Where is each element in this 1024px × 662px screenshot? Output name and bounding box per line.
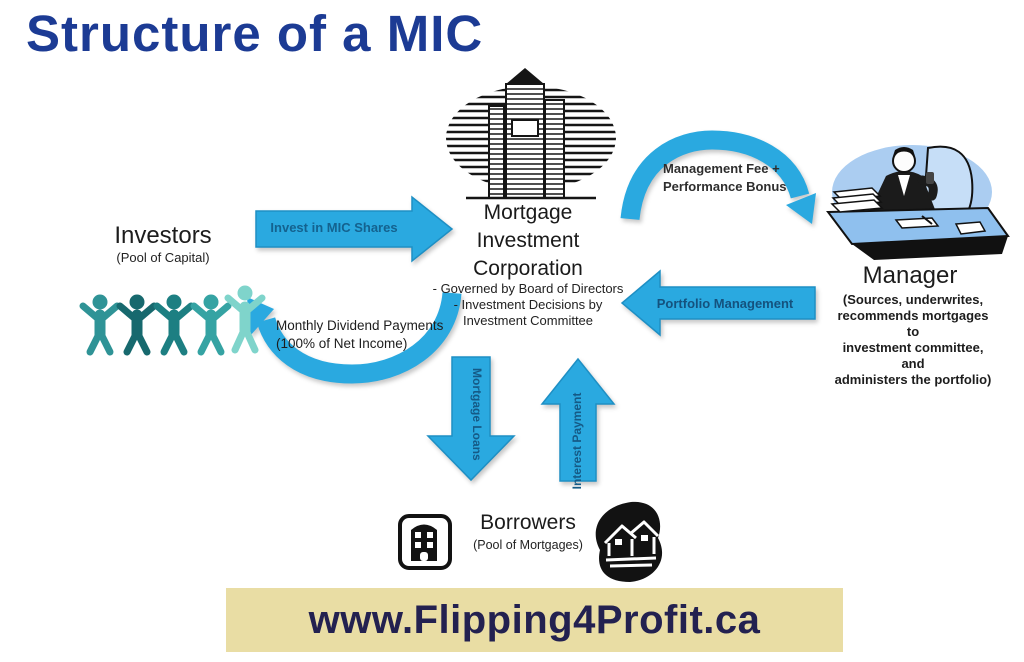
investors-label: Investors [114, 222, 212, 249]
management-fee-arrow [620, 130, 816, 224]
website-url: www.Flipping4Profit.ca [308, 597, 761, 642]
investors-sublabel: (Pool of Capital) [116, 250, 210, 265]
borrowers-label: Borrowers [480, 511, 576, 534]
management-fee-label: Management Fee + Performance Bonus [663, 161, 787, 195]
investors-people-icon [79, 285, 266, 356]
borrowers-sublabel: (Pool of Mortgages) [473, 538, 583, 552]
dividends-arrow-label: Monthly Dividend Payments (100% of Net I… [276, 318, 444, 351]
interest-payment-label: Interest Payment [570, 392, 584, 490]
footer-banner: www.Flipping4Profit.ca [226, 588, 843, 652]
manager-label: Manager [862, 262, 958, 289]
invest-arrow-label: Invest in MIC Shares [270, 220, 398, 235]
building-icon [446, 68, 616, 200]
portfolio-management-arrow [620, 269, 816, 337]
interest-payment-arrow [540, 357, 616, 482]
corporation-name: Mortgage Investment Corporation [473, 201, 583, 280]
houses-icon [595, 501, 663, 582]
manager-description: (Sources, underwrites, recommends mortga… [834, 292, 992, 387]
corporation-details: - Governed by Board of Directors - Inves… [432, 281, 624, 328]
invest-arrow [255, 195, 454, 263]
page-title: Structure of a MIC [26, 5, 484, 62]
mortgage-loans-arrow [426, 356, 516, 482]
apartment-building-icon [398, 514, 452, 570]
portfolio-management-label: Portfolio Management [656, 296, 794, 311]
manager-illustration [826, 145, 1010, 260]
mortgage-loans-label: Mortgage Loans [470, 368, 484, 461]
